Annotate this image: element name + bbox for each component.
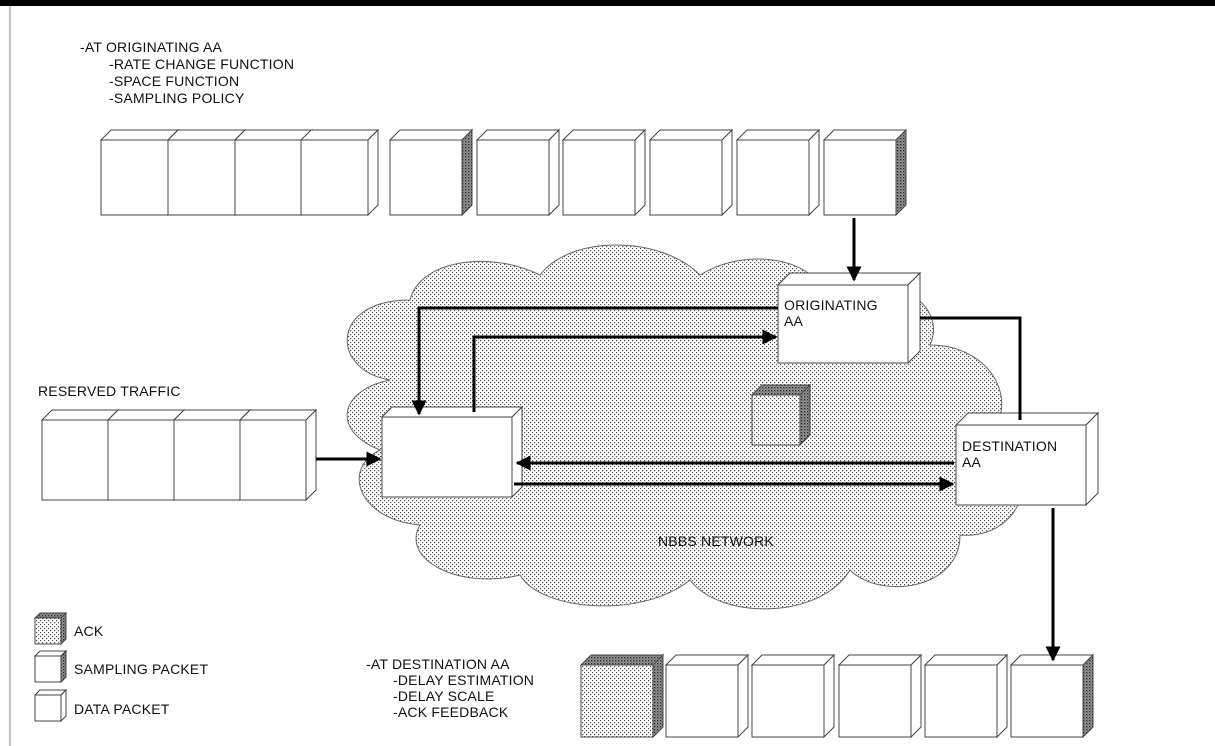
top-packet-1 bbox=[101, 130, 178, 215]
top-packet-3 bbox=[235, 130, 312, 215]
reserved-packet-4 bbox=[240, 410, 316, 500]
network-node bbox=[382, 407, 522, 497]
originating-aa-label-line1: ORIGINATING bbox=[784, 298, 878, 313]
bottom-packet-4 bbox=[839, 655, 921, 737]
reserved-packet-1 bbox=[42, 410, 118, 500]
destination-notes-heading: -AT DESTINATION AA bbox=[366, 657, 510, 672]
top-packet-6 bbox=[477, 130, 559, 215]
destination-note-ack-feedback: -ACK FEEDBACK bbox=[393, 705, 508, 720]
destination-aa-label-line1: DESTINATION bbox=[962, 439, 1057, 454]
legend-data-icon bbox=[35, 690, 66, 721]
legend-sampling-label: SAMPLING PACKET bbox=[74, 662, 208, 677]
originating-note-space-function: -SPACE FUNCTION bbox=[109, 74, 239, 89]
originating-aa-label-line2: AA bbox=[784, 314, 803, 329]
in-network-ack-packet bbox=[752, 385, 810, 445]
top-packet-2 bbox=[168, 130, 245, 215]
top-packet-5 bbox=[390, 130, 472, 215]
top-packet-8 bbox=[650, 130, 732, 215]
bottom-packet-5 bbox=[925, 655, 1007, 737]
destination-note-delay-scale: -DELAY SCALE bbox=[393, 689, 494, 704]
legend-ack-label: ACK bbox=[74, 624, 103, 639]
reserved-packet-3 bbox=[174, 410, 250, 500]
nbbs-network-label: NBBS NETWORK bbox=[658, 534, 774, 549]
bottom-packet-2 bbox=[666, 655, 748, 737]
legend-data-label: DATA PACKET bbox=[74, 702, 170, 717]
reserved-packet-2 bbox=[108, 410, 184, 500]
originating-note-sampling-policy: -SAMPLING POLICY bbox=[109, 91, 244, 106]
top-packet-4 bbox=[301, 130, 378, 215]
destination-aa-label-line2: AA bbox=[962, 455, 981, 470]
legend-sampling-icon bbox=[35, 651, 66, 682]
originating-note-rate-change: -RATE CHANGE FUNCTION bbox=[109, 57, 294, 72]
top-packet-10 bbox=[824, 130, 906, 215]
destination-note-delay-estimation: -DELAY ESTIMATION bbox=[393, 673, 534, 688]
bottom-packet-1 bbox=[581, 655, 663, 737]
bottom-packet-6 bbox=[1011, 655, 1093, 737]
legend-ack-icon bbox=[35, 613, 66, 644]
top-border bbox=[0, 0, 1215, 6]
reserved-traffic-label: RESERVED TRAFFIC bbox=[38, 384, 181, 399]
bottom-packet-3 bbox=[752, 655, 834, 737]
originating-notes-heading: -AT ORIGINATING AA bbox=[80, 40, 222, 55]
top-packet-7 bbox=[563, 130, 645, 215]
top-packet-9 bbox=[737, 130, 819, 215]
